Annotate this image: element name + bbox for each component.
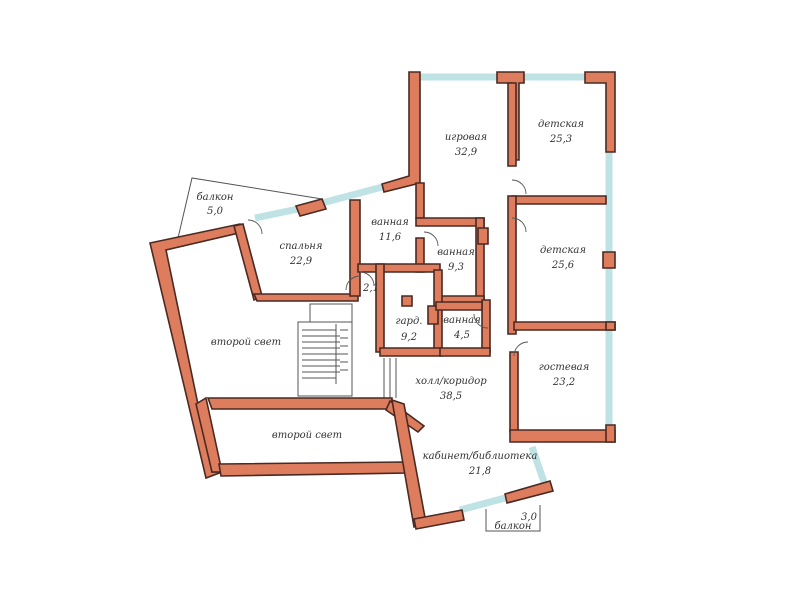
label-detskaya1-area: 25,3 [549, 134, 572, 145]
walls [149, 71, 616, 530]
wall-west-lower [195, 396, 223, 473]
wall-bedroom-pier [294, 198, 328, 217]
label-spalnya-area: 22,9 [289, 256, 313, 267]
wall-guest-corner [605, 424, 616, 443]
stair-treads [302, 324, 348, 384]
door-bath2 [423, 231, 439, 247]
door-small-hall [359, 271, 375, 287]
wall-right-pier [602, 251, 616, 269]
label-detskaya2-area: 25,6 [551, 260, 575, 271]
wall-bedroom-south [252, 293, 359, 302]
wall-bath2-top [415, 217, 485, 227]
window-bedroom-1 [254, 205, 299, 222]
label-balkon2-name: балкон [494, 521, 531, 532]
wall-second-light-top [206, 397, 393, 410]
wall-study-south [413, 509, 465, 530]
wall-top-pier-mid [496, 71, 525, 161]
stairs [297, 303, 397, 398]
wall-children-guest [513, 321, 616, 331]
wall-west [149, 223, 245, 480]
door-bath3 [473, 313, 489, 329]
doors [247, 179, 529, 357]
stair-block [297, 321, 353, 397]
wall-spine-lower [415, 182, 425, 219]
door-playroom-children [511, 179, 527, 195]
label-detskaya2-name: детская [540, 245, 586, 256]
label-vannaya1-area: 11,6 [379, 232, 402, 243]
label-holl-area: 38,5 [440, 391, 462, 402]
label-gostevaya-name: гостевая [539, 362, 589, 373]
window-study [528, 445, 549, 487]
label-balkon1-name: балкон [196, 192, 233, 203]
wall-bath3-east [481, 299, 491, 353]
label-vtoroy1-name: второй свет [211, 337, 281, 348]
wall-bedroom-diagonal [233, 223, 263, 302]
wall-second-light-bottom [218, 461, 410, 477]
wall-guest-east [605, 321, 616, 331]
label-gostevaya-area: 23,2 [552, 377, 575, 388]
label-gard-area: 9,2 [401, 332, 417, 343]
wall-top-corner-right [584, 71, 616, 153]
wall-children-corridor [507, 195, 517, 335]
balconies [177, 177, 541, 532]
wall-study-balcony-right [504, 480, 555, 504]
door-children-corridor [511, 217, 527, 233]
room-labels: игровая 32,9 детская 25,3 детская 25,6 б… [196, 119, 589, 532]
windows [254, 73, 613, 514]
label-balkon2-area: 3,0 [521, 512, 538, 523]
balcony-bottom-outline [485, 505, 541, 532]
label-vannaya3-name: ванная [443, 315, 481, 326]
door-bedroom [247, 219, 263, 235]
wall-bath3-south [439, 347, 491, 357]
label-vtoroy2-name: второй свет [272, 430, 342, 441]
label-vannaya2-name: ванная [437, 247, 475, 258]
wall-small-hall-east [375, 263, 385, 353]
wall-spine [381, 71, 421, 193]
wall-wardrobe-south [379, 347, 443, 357]
label-kabinet-area: 21,8 [468, 466, 491, 477]
label-holl-name: холл/коридор [415, 376, 487, 387]
wall-guest-south [509, 429, 616, 443]
label-gard-name: гард. [396, 316, 423, 327]
label-vannaya3-area: 4,5 [453, 330, 470, 341]
door-small-hall-2 [345, 275, 361, 291]
wall-playroom-east [507, 82, 517, 167]
label-vannaya1-name: ванная [371, 217, 409, 228]
wall-bath3-north [435, 301, 483, 311]
stair-entry [383, 358, 397, 398]
window-study-balcony [459, 494, 506, 514]
wall-children-divider [511, 195, 607, 205]
wall-guest-west [509, 351, 519, 433]
label-kabinet-name: кабинет/библиотека [423, 451, 538, 462]
label-hall-small-area: 2,1 [362, 283, 379, 294]
stair-well [309, 303, 353, 322]
balcony-left-outline [177, 177, 323, 239]
wall-wardrobe-pier [401, 295, 413, 307]
wall-bath3-stub [477, 227, 489, 245]
window-bedroom-2 [321, 182, 387, 207]
label-igrovaya-area: 32,9 [455, 147, 478, 158]
label-igrovaya-name: игровая [445, 132, 487, 143]
label-spalnya-name: спальня [279, 241, 322, 252]
door-guest [513, 341, 529, 357]
label-detskaya1-name: детская [538, 119, 584, 130]
wall-bath1-west [349, 199, 361, 297]
label-vannaya2-area: 9,3 [448, 262, 464, 273]
label-balkon1-area: 5,0 [207, 206, 224, 217]
wall-small-hall-top [357, 263, 441, 273]
